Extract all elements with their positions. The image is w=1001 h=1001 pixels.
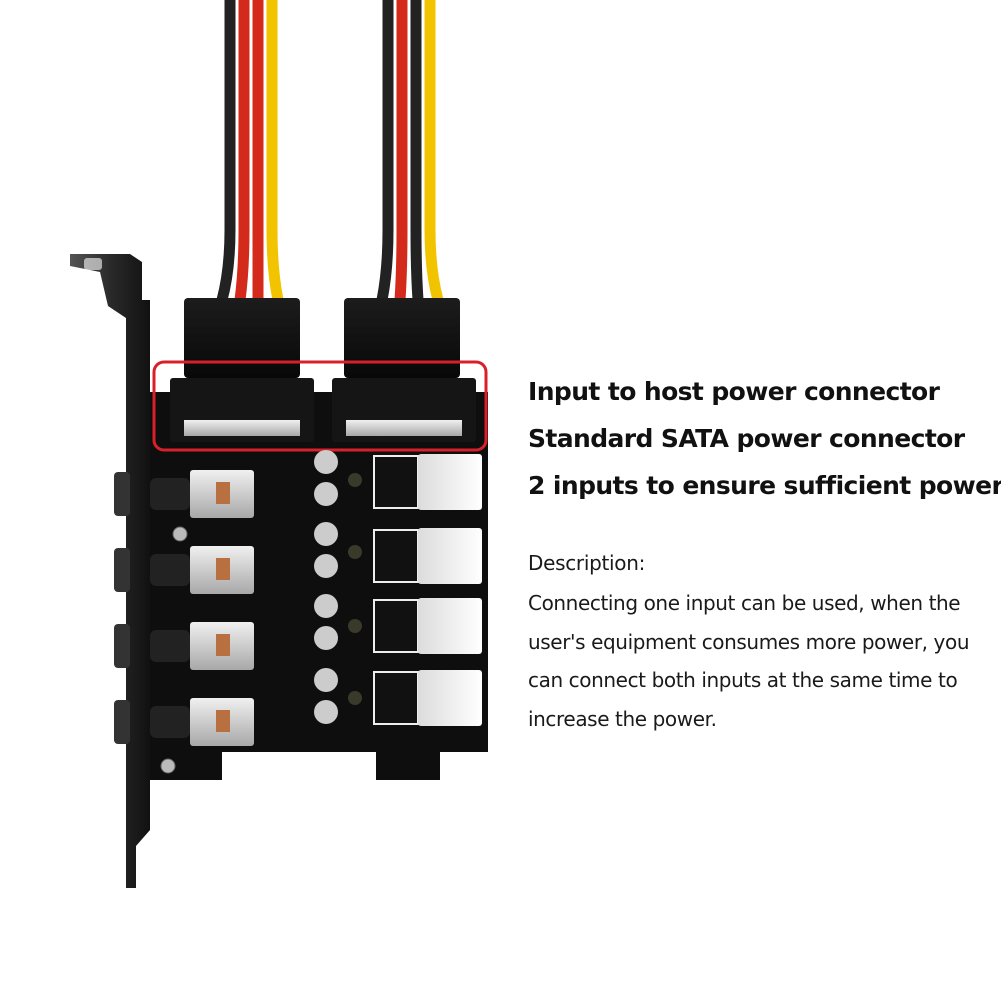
product-photo: [70, 0, 488, 888]
channel-row-2: [114, 522, 482, 594]
pci-bracket: [70, 254, 150, 888]
channel-row-1: [114, 450, 482, 518]
sata-connector-right: [332, 298, 476, 442]
description-label: Description:: [528, 551, 646, 575]
left-cable-wires: [216, 0, 284, 302]
right-cable-wires: [376, 0, 444, 302]
channel-row-4: [114, 668, 482, 746]
headline: Input to host power connector Standard S…: [528, 368, 1001, 509]
headline-line-1: Input to host power connector: [528, 377, 940, 406]
description-line-4: increase the power.: [528, 706, 717, 731]
highlight-box: [152, 360, 488, 452]
description-line-1: Connecting one input can be used, when t…: [528, 591, 961, 615]
description-line-3: can connect both inputs at the same time…: [528, 668, 958, 692]
description-body: Connecting one input can be used, when t…: [528, 584, 970, 738]
headline-line-2: Standard SATA power connector: [528, 424, 965, 453]
sata-connector-left: [170, 298, 314, 442]
headline-line-3: 2 inputs to ensure sufficient power: [528, 471, 1001, 500]
description-line-2: user's equipment consumes more power, yo…: [528, 629, 970, 654]
channel-row-3: [114, 594, 482, 670]
